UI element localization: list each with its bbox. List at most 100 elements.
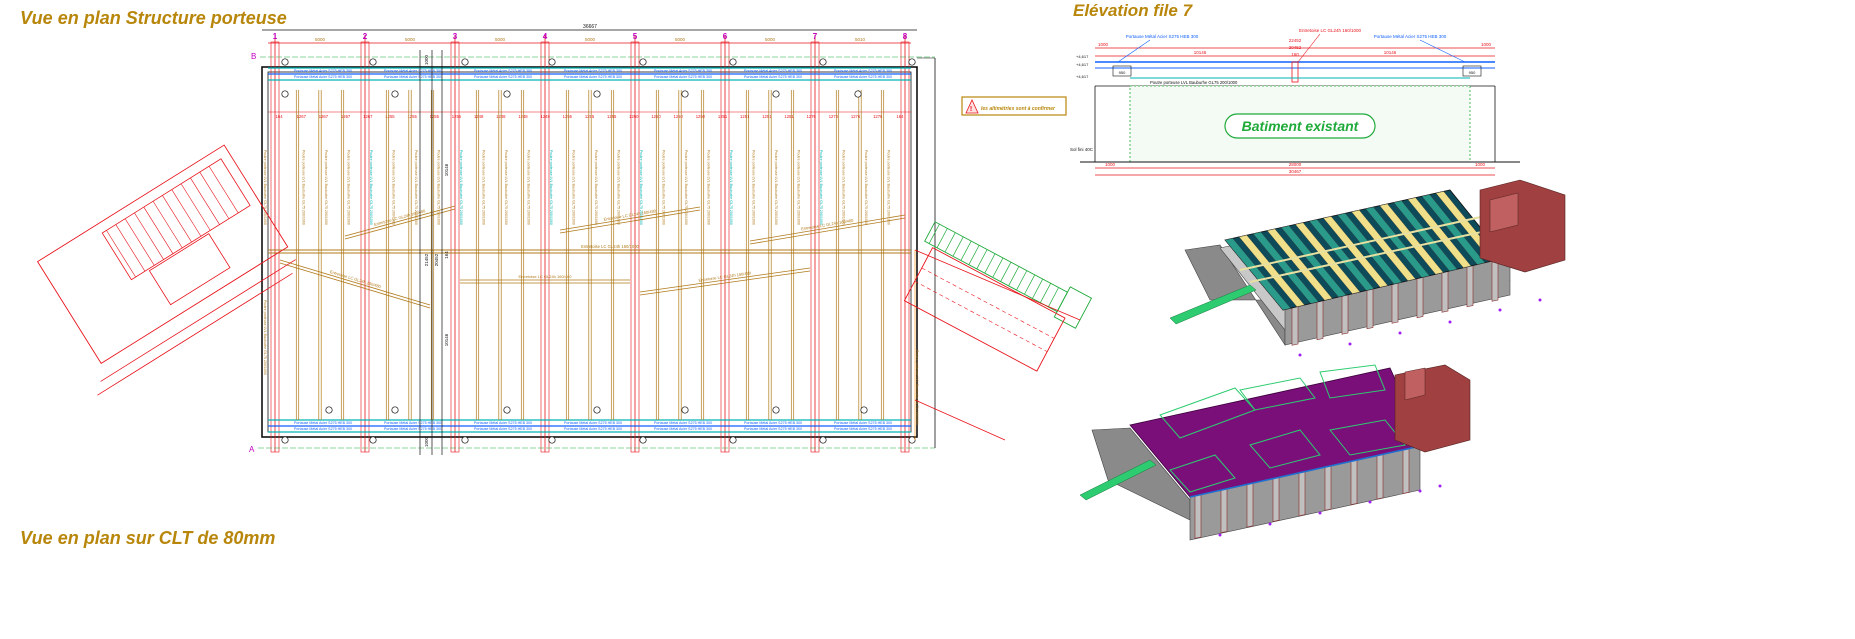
column-marker [681, 90, 689, 98]
stair-step [115, 224, 146, 272]
spacing-dim-4: 1267 [363, 114, 373, 119]
beam-label-bottom2-1: Portause Métal Acier S275 HEB 300 [384, 421, 442, 425]
vdim-3: 10146 [444, 163, 449, 176]
column-6 [720, 41, 730, 453]
joist-label-15: Poutre porteuse LVL Bauburhe GL75 200/10… [752, 150, 756, 225]
elev-leader [1117, 39, 1151, 63]
spacing-dim-8: 1255 [452, 114, 462, 119]
iso1-anchor [1448, 320, 1452, 324]
row-label-A: A [249, 445, 255, 454]
spacing-dim-2: 1267 [319, 114, 329, 119]
stair-flight [101, 158, 251, 281]
iso1-anchor [1538, 298, 1542, 302]
right-ramp [903, 247, 1066, 372]
diagonal-brace-2-b [749, 217, 906, 245]
axis-joist-label-5: Poutre porteuse LVL Bauburhe GL75 200/10… [729, 150, 733, 225]
iso1-joist [1309, 219, 1375, 291]
column-marker [548, 58, 556, 66]
stair-step [208, 166, 239, 214]
iso2-anchor [1418, 489, 1422, 493]
beam-label-bottom-1: Portause Métal Acier S275 HEB 300 [384, 427, 442, 431]
column-marker [369, 58, 377, 66]
iso1-joist [1351, 209, 1416, 281]
beam-label-bottom-4: Portause Métal Acier S275 HEB 300 [654, 427, 712, 431]
iso2-pillar [1376, 454, 1384, 500]
spacing-dim-20: 1251 [718, 114, 728, 119]
beam-label-top-6: Portause Métal Acier S275 HEB 300 [834, 75, 892, 79]
elev-beam-caption: Poutre porteuse LVL Bauburhe GL75 200/10… [1150, 80, 1238, 85]
iso2-panel-outline [1329, 419, 1406, 456]
iso2-anchor [1218, 533, 1222, 537]
axis-joist-label-4: Poutre porteuse LVL Bauburhe GL75 200/10… [639, 150, 643, 225]
warning-icon-mark: ! [970, 106, 972, 113]
bay-dim-5: 5000 [765, 37, 776, 42]
beam-label-top2-6: Portause Métal Acier S275 HEB 300 [834, 69, 892, 73]
iso2-chimney [1404, 367, 1426, 401]
spacing-dim-6: 1255 [407, 114, 417, 119]
joist-label-2: Poutre porteuse LVL Bauburhe GL75 200/10… [347, 150, 351, 225]
column-marker [325, 406, 333, 414]
elev-label-center: Entretoise LC GL24h 160/1000 [1299, 28, 1362, 33]
column-5 [630, 41, 640, 453]
iso1-joist [1337, 213, 1402, 285]
spacing-dim-21: 1251 [740, 114, 750, 119]
column-marker [908, 58, 916, 66]
stair-step [152, 201, 183, 249]
elev-bottom-dim-1: 28000 [1289, 162, 1302, 167]
spacing-dim-13: 1255 [563, 114, 573, 119]
green-landing [1053, 286, 1093, 329]
elev-side-dim-0: 950 [1119, 70, 1126, 75]
stair-step [171, 189, 202, 237]
bay-dim-1: 5000 [405, 37, 416, 42]
bay-dim-0: 5000 [315, 37, 326, 42]
plan-view-title: Vue en plan Structure porteuse [20, 8, 287, 28]
iso2-anchor [1268, 522, 1272, 526]
axis-joist-label-1: Poutre porteuse LVL Bauburhe GL75 200/10… [369, 150, 373, 225]
iso1-joist [1224, 238, 1291, 311]
beam-label-bottom2-4: Portause Métal Acier S275 HEB 300 [654, 421, 712, 425]
iso1-stair [1169, 284, 1257, 325]
elevation-drawing: 1000224521000101462045210146160Portause … [1070, 28, 1520, 176]
column-marker [729, 58, 737, 66]
elev-support-left [1112, 65, 1132, 77]
row-label-B: B [251, 52, 256, 61]
bay-dim-6: 5010 [855, 37, 866, 42]
beam-label-top-0: Portause Métal Acier S275 HEB 300 [294, 75, 352, 79]
elev-dim-mid: 160 [1291, 52, 1299, 57]
axis-label-4: 4 [543, 32, 548, 41]
beam-label-bottom-0: Portause Métal Acier S275 HEB 300 [294, 427, 352, 431]
left-staircase [36, 144, 296, 396]
stair-step [143, 206, 174, 254]
column-marker [819, 436, 827, 444]
beam-label-top-4: Portause Métal Acier S275 HEB 300 [654, 75, 712, 79]
green-step [960, 240, 972, 261]
green-step [944, 232, 956, 253]
elev-mark-0: +4,617 [1076, 54, 1089, 59]
column-marker [593, 406, 601, 414]
iso1-brace [1239, 214, 1491, 271]
stair-base-2 [97, 272, 293, 396]
edge-joist-label-left: Poutre porteuse LVL Bauburhe GL75 200/10… [263, 150, 267, 225]
iso1-joist [1266, 228, 1333, 301]
column-marker [391, 406, 399, 414]
diagonal-brace-5-b [639, 270, 811, 296]
joist-label-19: Poutre porteuse LVL Bauburhe GL75 200/10… [864, 150, 868, 225]
iso2-pillar [1350, 459, 1358, 506]
elev-dim-second-0: 10146 [1194, 50, 1207, 55]
spacing-dim-27: 1276 [873, 114, 883, 119]
elev-dim-top-1: 22452 [1289, 38, 1302, 43]
beam-label-bottom-3: Portause Métal Acier S275 HEB 300 [564, 427, 622, 431]
green-step [1024, 274, 1036, 295]
beam-label-top-1: Portause Métal Acier S275 HEB 300 [384, 75, 442, 79]
joist-label-9: Poutre porteuse LVL Bauburhe GL75 200/10… [572, 150, 576, 225]
joist-label-7: Poutre porteuse LVL Bauburhe GL75 200/10… [504, 150, 508, 225]
stair-landing [148, 233, 231, 306]
joist-label-1: Poutre porteuse LVL Bauburhe GL75 200/10… [324, 150, 328, 225]
column-marker [503, 406, 511, 414]
column-marker [772, 90, 780, 98]
elev-mark-2: +4,617 [1076, 74, 1089, 79]
isometric-view-structure [1169, 179, 1566, 357]
diagonal-brace-0-b [344, 208, 456, 240]
joist-label-10: Poutre porteuse LVL Bauburhe GL75 200/10… [594, 150, 598, 225]
joist-label-0: Poutre porteuse LVL Bauburhe GL75 200/10… [302, 150, 306, 225]
